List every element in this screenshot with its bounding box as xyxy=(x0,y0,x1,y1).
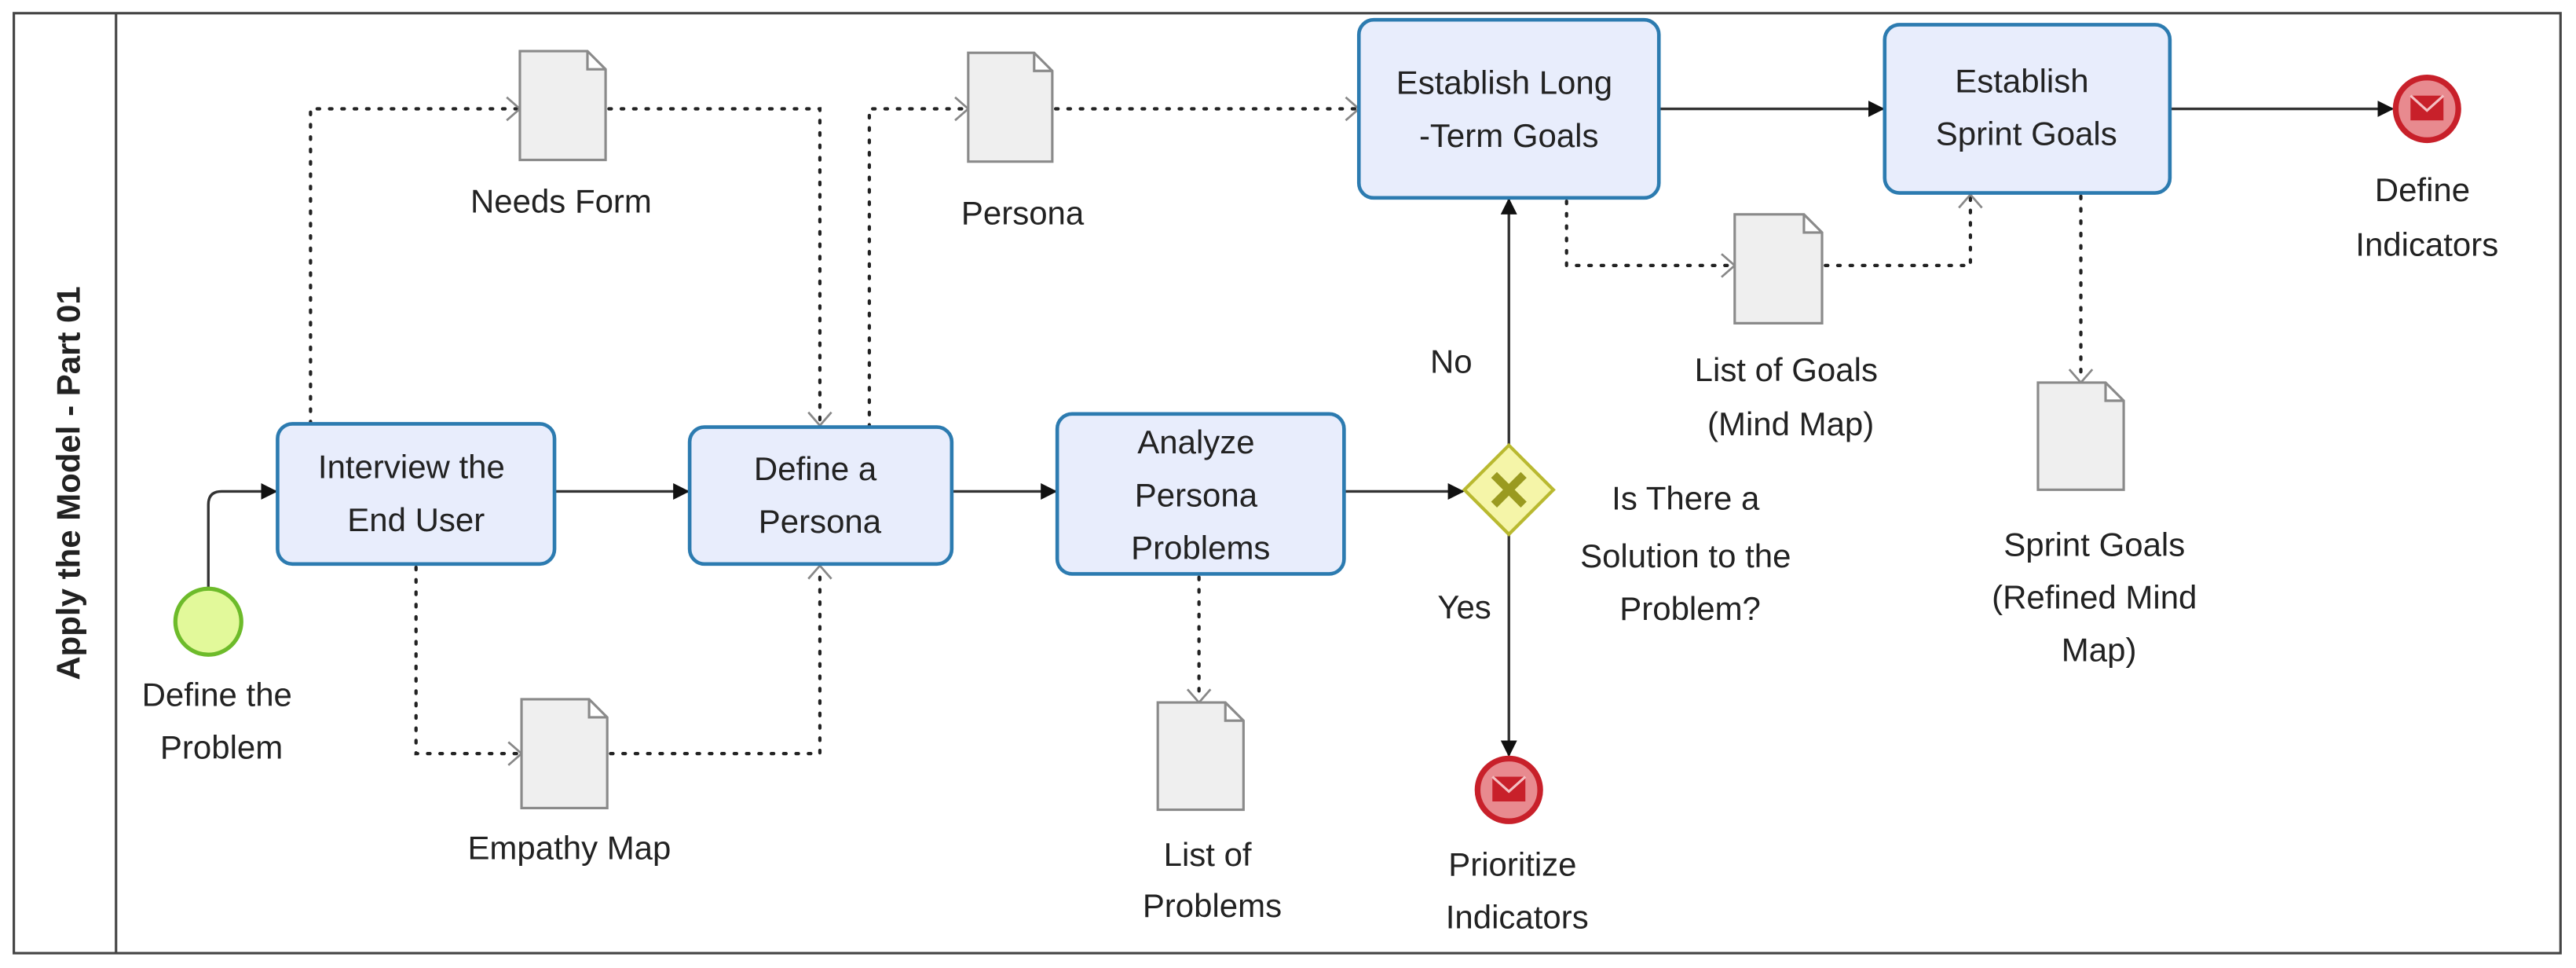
document-needs-form[interactable]: Needs Form xyxy=(470,50,652,220)
end-event-label: Define Indicators xyxy=(2355,171,2498,262)
task-label: Define a Persona xyxy=(754,450,886,540)
assoc-longterm-goals xyxy=(1564,199,1733,268)
start-circle[interactable] xyxy=(173,586,243,657)
lane-title: Apply the Model - Part 01 xyxy=(50,286,87,680)
task-establish-sprint-goals[interactable]: Establish Sprint Goals xyxy=(1883,23,2172,195)
task-establish-long-term-goals[interactable]: Establish Long -Term Goals xyxy=(1356,17,1661,200)
assoc-goals-sprint xyxy=(1824,194,1973,268)
document-list-of-goals[interactable]: List of Goals (Mind Map) xyxy=(1695,213,1887,442)
document-label: Persona xyxy=(961,194,1085,231)
envelope-icon xyxy=(1491,776,1527,802)
document-icon xyxy=(1733,213,1824,324)
assoc-persona-personadoc xyxy=(867,107,967,429)
end-event-prioritize-indicators[interactable]: Prioritize Indicators xyxy=(1446,755,1589,936)
yes-label: Yes xyxy=(1437,588,1491,625)
assoc-empathy-persona xyxy=(609,565,822,756)
start-event-label: Define the Problem xyxy=(142,676,302,765)
x-icon xyxy=(1491,471,1527,508)
task-label: Analyze Persona Problems xyxy=(1131,424,1270,566)
document-label: List of Goals (Mind Map) xyxy=(1695,351,1887,442)
envelope-icon xyxy=(2410,94,2445,121)
task-label: Establish Sprint Goals xyxy=(1936,63,2117,152)
assoc-needsform-persona xyxy=(607,107,822,426)
document-icon xyxy=(518,50,607,162)
document-icon xyxy=(1156,701,1245,812)
associations xyxy=(309,96,2094,766)
task-define-persona[interactable]: Define a Persona xyxy=(687,425,954,566)
document-label: Needs Form xyxy=(470,183,652,220)
task-label: Establish Long -Term Goals xyxy=(1396,64,1622,154)
document-empathy-map[interactable]: Empathy Map xyxy=(467,698,671,867)
document-icon xyxy=(967,51,1054,163)
start-event[interactable]: Define the Problem xyxy=(142,586,302,765)
document-persona[interactable]: Persona xyxy=(961,51,1085,231)
assoc-interview-empathy xyxy=(414,565,520,756)
document-label: List of Problems xyxy=(1143,836,1282,924)
document-label: Sprint Goals (Refined Mind Map) xyxy=(1992,526,2206,668)
document-list-of-problems[interactable]: List of Problems xyxy=(1143,701,1282,924)
sequence-flows xyxy=(207,101,2395,757)
end-event-define-indicators[interactable]: Define Indicators xyxy=(2355,74,2498,263)
flow-start-interview xyxy=(207,482,278,589)
document-icon xyxy=(520,698,609,809)
document-icon xyxy=(2036,381,2125,491)
end-event-label: Prioritize Indicators xyxy=(1446,845,1589,935)
gateway-label: Is There a Solution to the Problem? xyxy=(1580,480,1800,628)
task-label: Interview the End User xyxy=(318,449,514,538)
document-label: Empathy Map xyxy=(467,829,671,866)
no-label: No xyxy=(1430,343,1473,380)
task-interview-end-user[interactable]: Interview the End User xyxy=(276,422,557,566)
exclusive-gateway[interactable]: Is There a Solution to the Problem? No Y… xyxy=(1430,343,1800,627)
document-sprint-goals[interactable]: Sprint Goals (Refined Mind Map) xyxy=(1992,381,2206,669)
task-analyze-persona-problems[interactable]: Analyze Persona Problems xyxy=(1055,412,1346,576)
